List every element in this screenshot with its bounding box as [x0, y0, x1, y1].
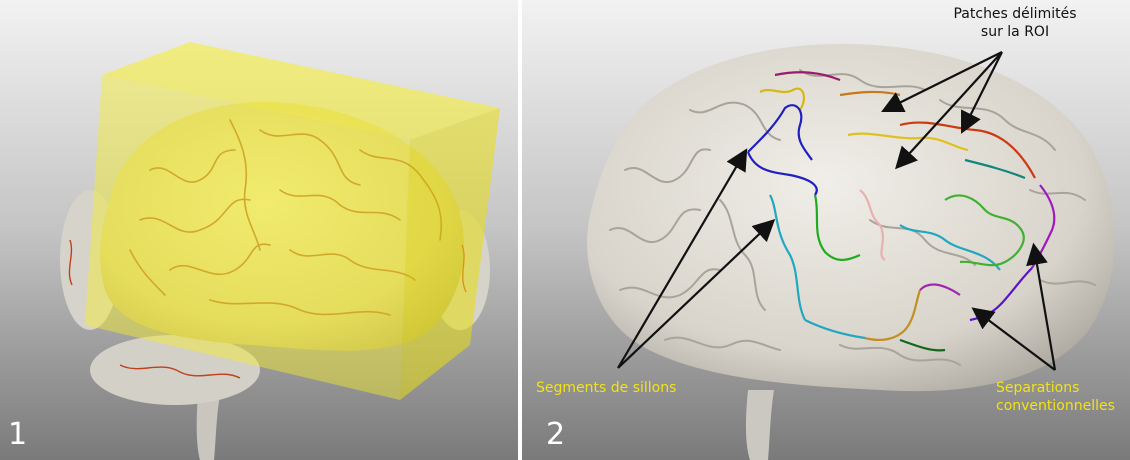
separations-label-line1: Separations [996, 379, 1115, 397]
patches-label-line2: sur la ROI [935, 23, 1095, 41]
separations-label: Separations conventionnelles [996, 379, 1115, 415]
panel-divider [518, 0, 522, 460]
panel-2-number: 2 [546, 420, 565, 450]
patches-label: Patches délimités sur la ROI [935, 5, 1095, 41]
panel-1-number: 1 [8, 420, 27, 450]
separations-label-line2: conventionnelles [996, 397, 1115, 415]
patches-label-line1: Patches délimités [935, 5, 1095, 23]
segments-label: Segments de sillons [536, 379, 676, 397]
